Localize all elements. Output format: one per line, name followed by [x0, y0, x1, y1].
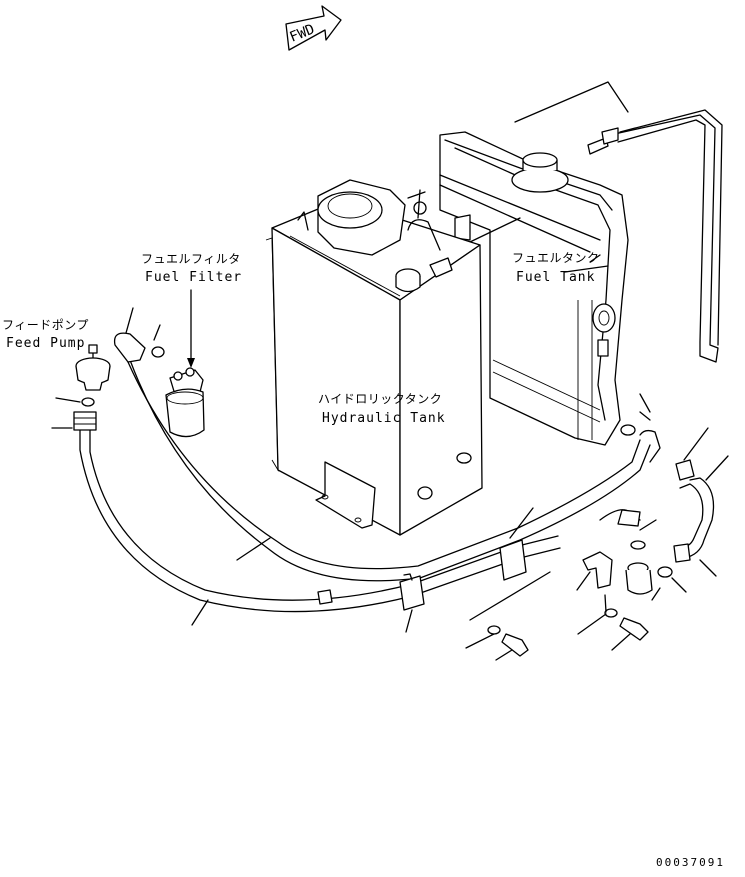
feed-pump-label-jp: フィードポンプ [2, 318, 89, 332]
hydraulic-tank-label: ハイドロリックタンク Hydraulic Tank [318, 392, 446, 426]
fuel-filter-label-en: Fuel Filter [145, 270, 242, 285]
fuel-filter [165, 289, 205, 438]
leader-lines-upper [407, 81, 629, 273]
hydraulic-tank-label-en: Hydraulic Tank [322, 411, 446, 426]
feed-pump-label-en: Feed Pump [6, 336, 85, 351]
fwd-arrow: FWD [285, 5, 342, 51]
hardware-parts [151, 346, 673, 657]
fuel-tank-label: フュエルタンク Fuel Tank [512, 251, 600, 285]
feed-pump-label: フィードポンプ Feed Pump [2, 318, 89, 351]
hydraulic-tank-label-jp: ハイドロリックタンク [318, 392, 442, 406]
fuel-tank-label-en: Fuel Tank [516, 270, 595, 285]
drawing-code: 00037091 [656, 856, 725, 869]
fuel-filter-label: フュエルフィルタ Fuel Filter [141, 252, 242, 285]
fuel-hoses [73, 332, 715, 613]
fuel-tank [413, 109, 723, 446]
leader-lines-lower [51, 307, 729, 661]
fuel-filter-label-jp: フュエルフィルタ [141, 252, 241, 266]
fuel-tank-label-jp: フュエルタンク [512, 251, 600, 265]
feed-pump [75, 344, 111, 407]
hydraulic-tank [265, 179, 483, 536]
